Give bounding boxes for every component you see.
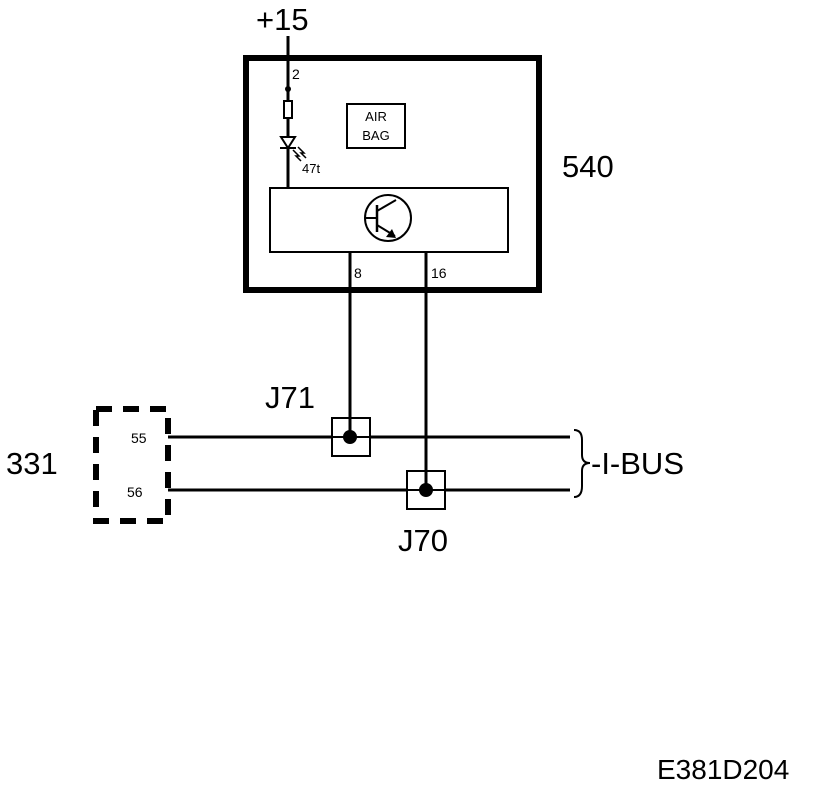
transistor-icon — [364, 194, 412, 242]
junction-j70-dot — [419, 483, 433, 497]
module-pin-16-label: 16 — [431, 265, 447, 281]
junction-j71-dot — [343, 430, 357, 444]
junction-j71-label: J71 — [265, 380, 315, 415]
badge-line-2: BAG — [362, 128, 389, 143]
module-pin-2-label: 2 — [292, 66, 300, 82]
junction-j70-label: J70 — [398, 523, 448, 558]
led-icon — [279, 136, 307, 162]
badge-line-1: AIR — [365, 109, 387, 124]
connector-id-label: 331 — [6, 446, 58, 481]
bus-label: -I-BUS — [591, 446, 684, 481]
connector-331-box — [93, 406, 171, 524]
connector-pin-56-label: 56 — [127, 484, 143, 500]
resistor-icon — [283, 100, 293, 119]
bus-brace-icon — [573, 429, 591, 498]
airbag-badge — [346, 103, 406, 149]
connector-pin-55-label: 55 — [131, 430, 147, 446]
figure-code: E381D204 — [657, 754, 789, 785]
supply-label: +15 — [256, 2, 309, 37]
module-pin-8-label: 8 — [354, 265, 362, 281]
module-id-label: 540 — [562, 149, 614, 184]
module-540-box — [243, 55, 542, 293]
lamp-label: 47t — [302, 161, 320, 176]
